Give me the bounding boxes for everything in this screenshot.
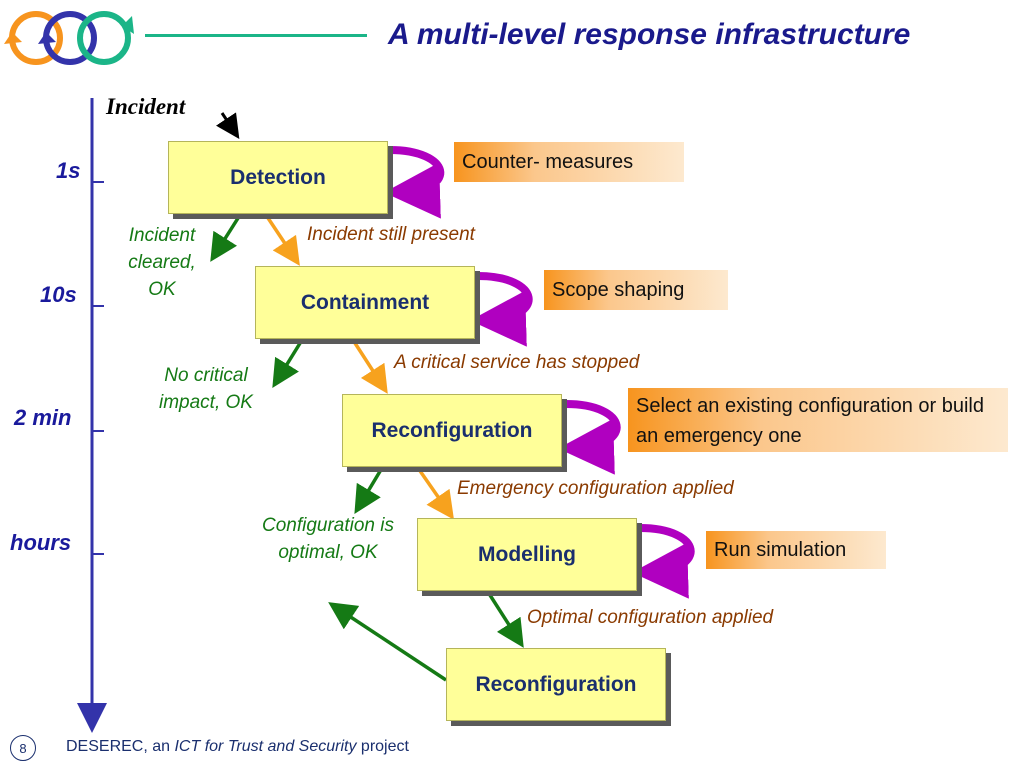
- loop-arrow-reconfiguration: [558, 400, 621, 475]
- reconfiguration2-box: Reconfiguration: [446, 648, 666, 721]
- note-select-config: Select an existing configuration or buil…: [628, 388, 1008, 452]
- logo: [4, 11, 134, 65]
- footer-prefix: DESEREC, an: [66, 738, 175, 755]
- incident-label: Incident: [106, 94, 186, 119]
- label-optimal-applied: Optimal configuration applied: [527, 607, 774, 628]
- note-scope-shaping: Scope shaping: [544, 270, 728, 310]
- label-still-present: Incident still present: [307, 224, 475, 245]
- tick-label-2min: 2 min: [14, 405, 72, 430]
- modelling-box: Modelling: [417, 518, 637, 591]
- arrow-reconfiguration-to-modelling: [416, 467, 454, 520]
- label-critical-stopped: A critical service has stopped: [394, 352, 640, 373]
- label-emergency-applied: Emergency configuration applied: [457, 478, 734, 499]
- loop-arrow-containment: [470, 272, 533, 347]
- label-config-optimal: Configuration is optimal, OK: [261, 515, 395, 563]
- page-title: A multi-level response infrastructure: [388, 18, 911, 51]
- tick-label-hours: hours: [10, 530, 72, 555]
- note-run-simulation: Run simulation: [706, 531, 886, 569]
- loop-arrow-detection: [384, 146, 445, 219]
- tick-label-1s: 1s: [56, 158, 81, 183]
- arrow-modelling-to-reconfiguration2: [486, 591, 524, 648]
- arrow-containment-ok: [272, 339, 304, 388]
- arrow-reconfiguration2-ok: [328, 602, 447, 682]
- arrow-reconfiguration-ok: [354, 467, 384, 515]
- label-no-critical: No critical impact, OK: [159, 365, 253, 413]
- page-number: 8: [10, 735, 36, 761]
- incident-arrow: [216, 112, 240, 139]
- detection-box: Detection: [168, 141, 388, 214]
- arrow-containment-to-reconfiguration: [351, 339, 388, 394]
- title-rule: [145, 34, 367, 37]
- reconfiguration-box: Reconfiguration: [342, 394, 562, 467]
- tick-label-10s: 10s: [40, 282, 77, 307]
- arrow-detection-ok: [210, 214, 242, 262]
- footer-text: DESEREC, an ICT for Trust and Security p…: [66, 738, 409, 756]
- containment-box: Containment: [255, 266, 475, 339]
- footer-italic: ICT for Trust and Security: [174, 738, 357, 755]
- label-incident-cleared: Incident cleared, OK: [128, 225, 196, 300]
- note-counter-measures: Counter- measures: [454, 142, 684, 182]
- loop-arrow-modelling: [632, 524, 695, 599]
- arrow-detection-to-containment: [264, 214, 300, 266]
- footer-suffix: project: [356, 738, 409, 755]
